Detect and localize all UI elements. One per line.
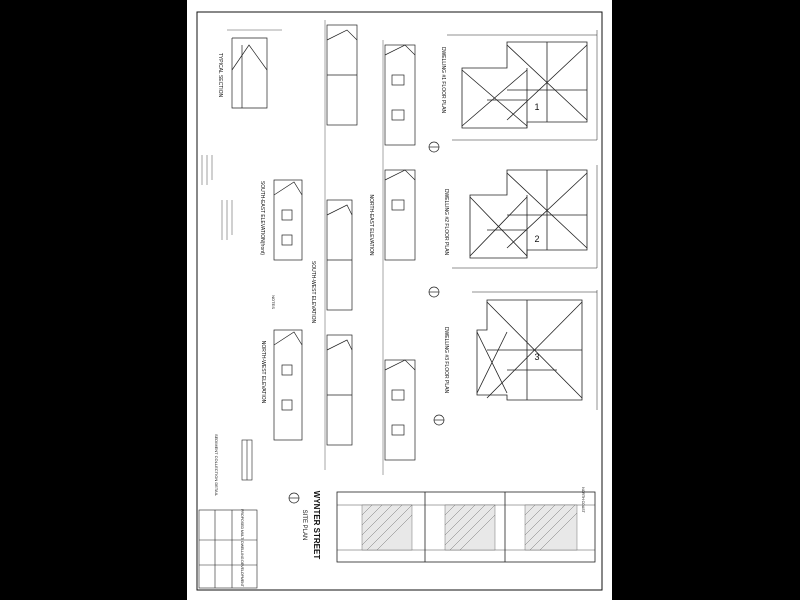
- section-label: TYPICAL SECTION: [217, 53, 223, 98]
- corner-label: NORTH COAST: [581, 487, 585, 513]
- plan-number-1: 1: [534, 102, 539, 112]
- elevation-label-north-east: NORTH-EAST ELEVATION: [368, 194, 374, 255]
- sheet-border: [196, 11, 603, 591]
- drawing-sheet: 1 DWELLING #1 FLOOR PLAN 2 DWELLING #2 F…: [187, 0, 612, 600]
- architectural-drawing: 1 DWELLING #1 FLOOR PLAN 2 DWELLING #2 F…: [196, 11, 603, 591]
- elevation-north-west: [273, 329, 303, 441]
- notes-block: [201, 155, 233, 240]
- elevation-column-left: [324, 20, 358, 470]
- plan-label-3: DWELLING #3 FLOOR PLAN: [443, 327, 449, 394]
- sediment-detail: [241, 439, 253, 481]
- floor-plan-1: [447, 30, 598, 141]
- elevation-label-south-west: SOUTH-WEST ELEVATION: [310, 261, 316, 324]
- floor-plan-2: [452, 165, 598, 269]
- title-block: [198, 509, 258, 589]
- notes-label: NOTES: [271, 295, 276, 309]
- elevation-label-north-west: NORTH-WEST ELEVATION: [260, 341, 266, 404]
- plan-label-2: DWELLING #2 FLOOR PLAN: [443, 189, 449, 256]
- title-block-project: PROPOSED MULTI DWELLING DEVELOPMENT: [240, 509, 244, 588]
- plan-number-2: 2: [534, 234, 539, 244]
- north-arrow-icon: [428, 141, 445, 426]
- plan-label-1: DWELLING #1 FLOOR PLAN: [440, 47, 446, 114]
- site-plan-title: SITE PLAN: [301, 510, 307, 541]
- elevation-label-south-east: SOUTH-EAST ELEVATION(front): [259, 181, 265, 256]
- street-name: WYNTER STREET: [312, 491, 321, 560]
- typical-section: [227, 29, 282, 109]
- plan-number-3: 3: [534, 352, 539, 362]
- elevation-south-east-front: [273, 179, 303, 261]
- elevation-column-right: [382, 40, 416, 475]
- site-plan-hatching: [361, 504, 578, 551]
- floor-plan-3: [472, 290, 598, 410]
- site-north-arrow-icon: [288, 492, 300, 504]
- sediment-detail-label: SEDIMENT COLLECTION DETAIL: [214, 434, 219, 497]
